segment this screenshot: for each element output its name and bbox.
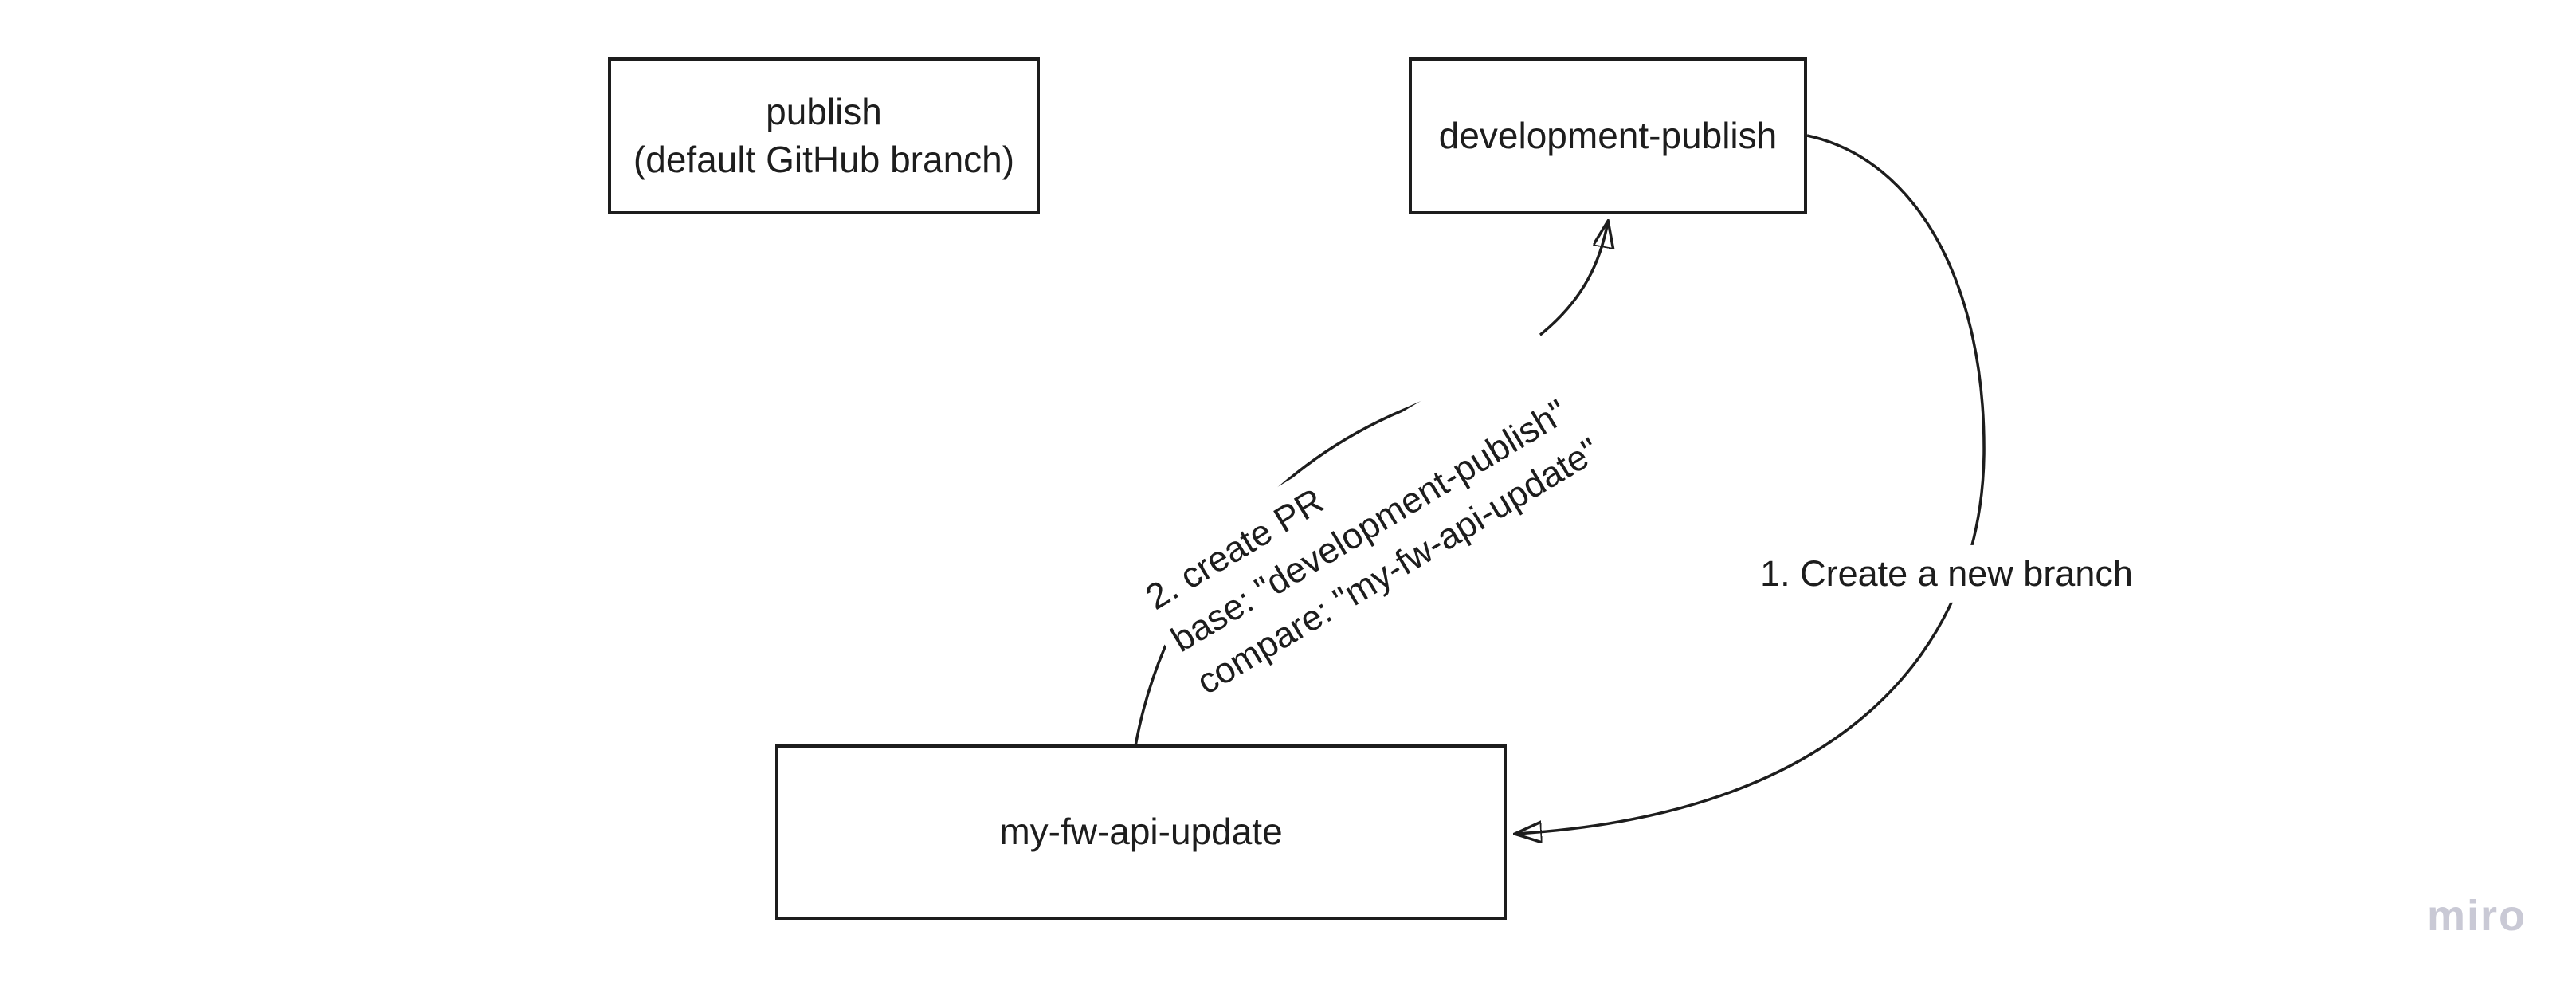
node-publish-label-line2: (default GitHub branch)	[633, 138, 1015, 180]
node-development-publish[interactable]: development-publish	[1409, 57, 1807, 214]
miro-logo: miro	[2427, 892, 2527, 940]
node-my-fw-api-update-label: my-fw-api-update	[999, 811, 1283, 853]
label-create-branch: 1. Create a new branch	[1749, 544, 2144, 603]
node-my-fw-api-update[interactable]: my-fw-api-update	[775, 744, 1507, 920]
node-publish-branch[interactable]: publish (default GitHub branch)	[608, 57, 1040, 214]
connector-create-branch-curve[interactable]	[1515, 134, 1986, 834]
node-development-publish-label: development-publish	[1438, 114, 1778, 156]
node-publish-label-line1: publish	[766, 90, 882, 132]
